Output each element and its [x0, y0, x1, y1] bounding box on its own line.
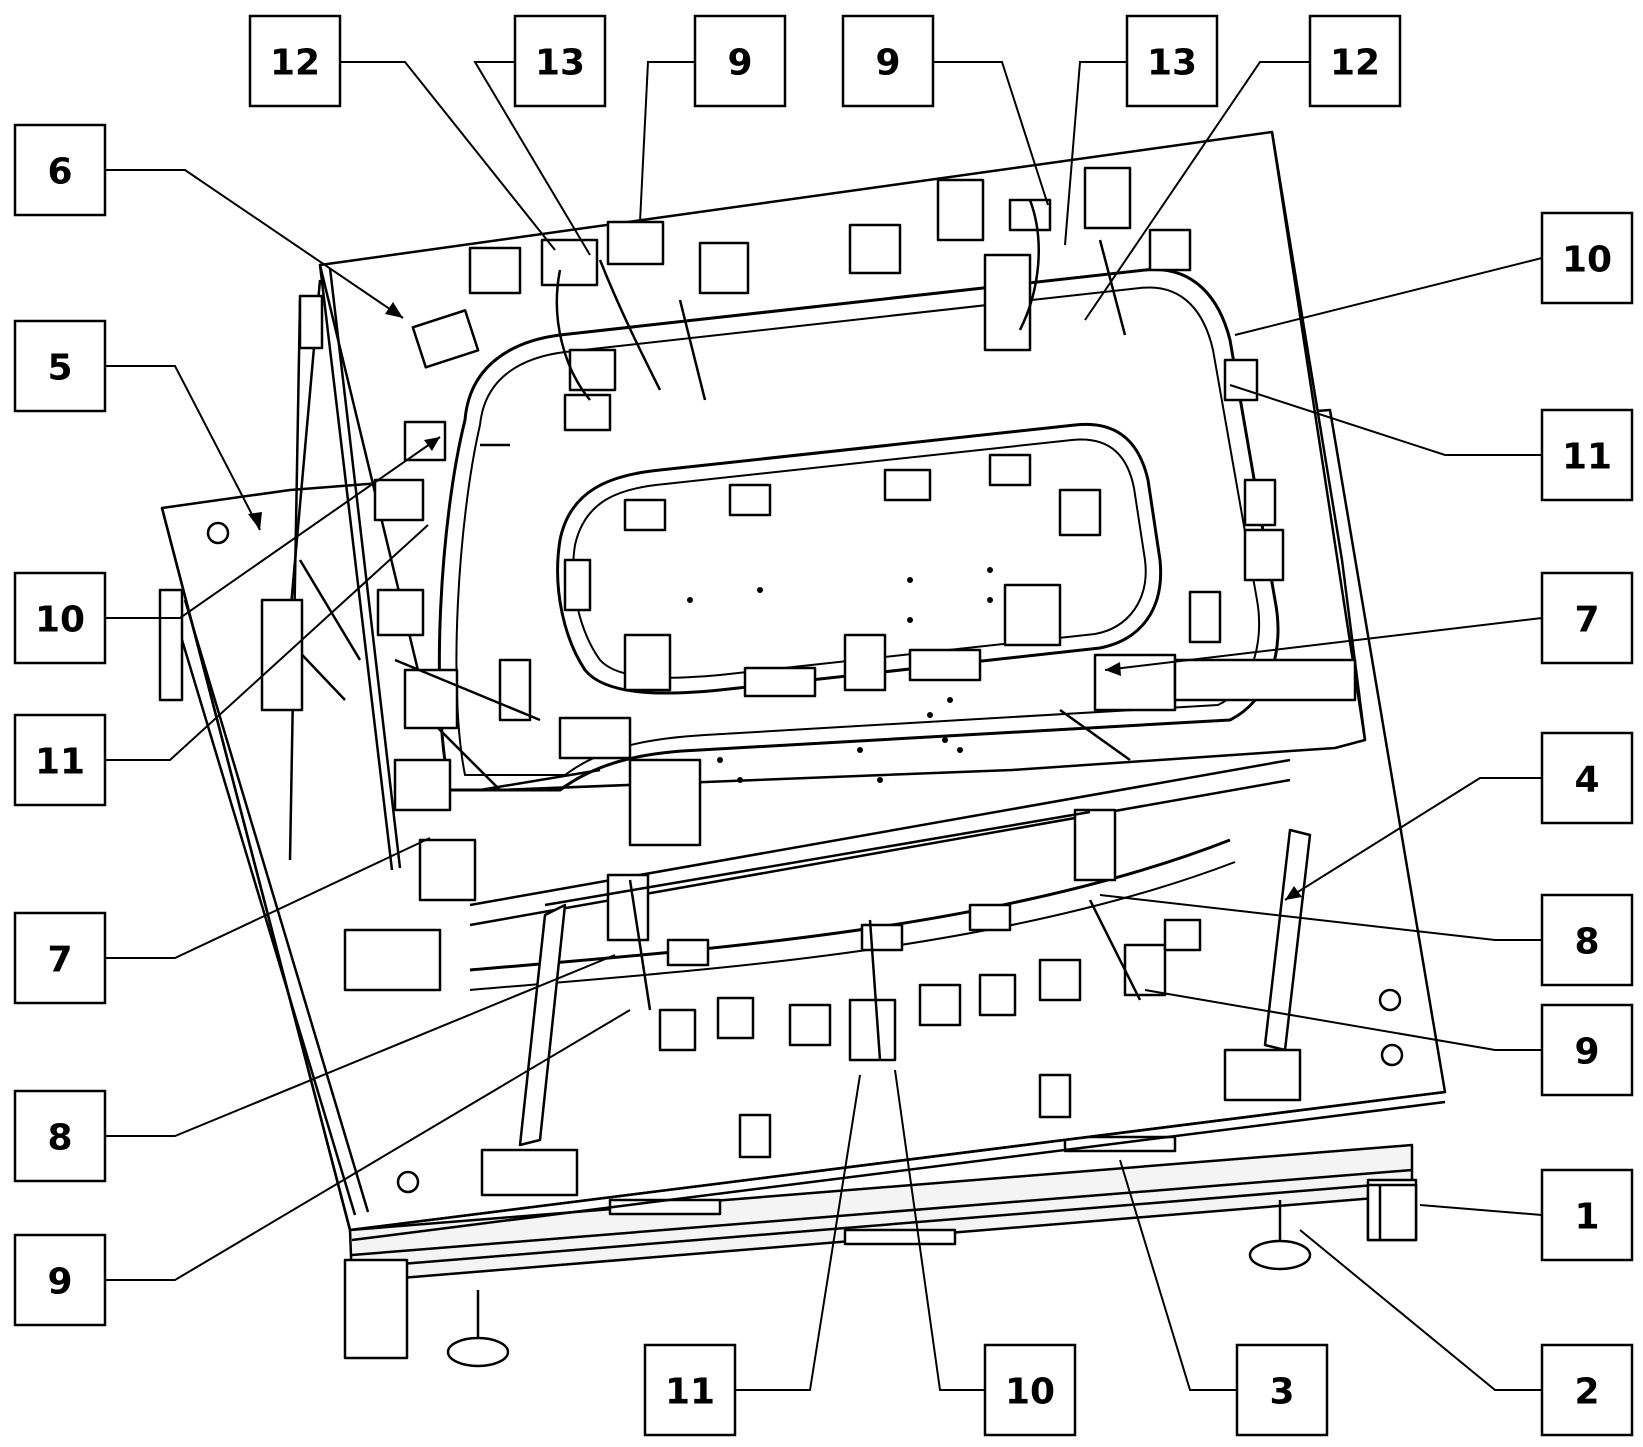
callout-label-13-top-left: 13	[535, 43, 585, 84]
leader-9-right	[1144, 989, 1542, 1051]
callout-box-5	[13, 319, 107, 413]
leader-6	[105, 169, 404, 319]
welding-fixture-drawing	[158, 130, 1447, 1368]
leader-11-right	[1229, 384, 1542, 456]
callout-box-3	[1235, 1343, 1329, 1437]
leader-10-bottom	[894, 1069, 985, 1391]
leader-13-top-right	[1064, 61, 1127, 246]
lower-clamps	[606, 808, 1202, 1159]
callout-boxes	[13, 14, 1634, 1437]
callout-box-1	[1540, 1168, 1634, 1262]
callout-label-2: 2	[1574, 1372, 1599, 1413]
callout-box-13-top-right	[1125, 14, 1219, 108]
leader-8-right	[1099, 894, 1542, 941]
callout-label-1: 1	[1574, 1197, 1599, 1238]
callout-label-8-right: 8	[1574, 922, 1599, 963]
callout-box-2	[1540, 1343, 1634, 1437]
callout-box-13-top-left	[513, 14, 607, 108]
clamp-arms	[394, 199, 1142, 1061]
callout-label-5: 5	[47, 348, 72, 389]
leader-9-left	[105, 1009, 631, 1281]
callout-label-7-right: 7	[1574, 600, 1599, 641]
leader-2	[1299, 1229, 1542, 1391]
lower-rail	[343, 758, 1291, 992]
leader-7-right	[1104, 617, 1543, 671]
callout-box-9-left	[13, 1233, 107, 1327]
support-struts	[480, 810, 1312, 1197]
inner-window-ring	[556, 422, 1163, 695]
callout-box-11-left	[13, 713, 107, 807]
leader-1	[1419, 1204, 1543, 1216]
leader-7-left	[105, 837, 431, 959]
leader-8-left	[105, 954, 616, 1137]
leader-10-left	[105, 436, 441, 619]
callout-box-6	[13, 123, 107, 217]
leader-3	[1119, 1159, 1237, 1391]
leader-12-top-right	[1084, 61, 1310, 321]
callout-label-3: 3	[1269, 1372, 1294, 1413]
leader-lines	[105, 61, 1543, 1391]
callout-label-12-top-left: 12	[270, 43, 320, 84]
callout-box-8-left	[13, 1089, 107, 1183]
callout-label-7-left: 7	[47, 940, 72, 981]
callout-box-7-left	[13, 911, 107, 1005]
leader-5	[105, 365, 261, 531]
leader-4	[1284, 777, 1542, 901]
callout-box-10-right	[1540, 211, 1634, 305]
callout-box-10-left	[13, 571, 107, 665]
inner-locators	[563, 453, 1222, 698]
leader-9-top-left	[639, 61, 695, 223]
clamp-blocks	[373, 166, 1357, 902]
callout-labels: 12 13 9 9 13 12 6 5 10 11 10 7 11 4 7 8 …	[35, 43, 1612, 1413]
callout-box-12-top-left	[248, 14, 342, 108]
callout-box-9-top-left	[693, 14, 787, 108]
callout-box-9-right	[1540, 1003, 1634, 1097]
callout-box-11-right	[1540, 408, 1634, 502]
leader-11-bottom	[735, 1074, 861, 1391]
callout-label-10-right: 10	[1562, 240, 1612, 281]
callout-label-4: 4	[1574, 760, 1599, 801]
callout-label-9-left: 9	[47, 1262, 72, 1303]
callout-label-9-right: 9	[1574, 1032, 1599, 1073]
leader-12-top-left	[340, 61, 556, 251]
arrowheads	[248, 302, 1302, 900]
callout-box-11-bottom	[643, 1343, 737, 1437]
callout-label-10-bottom: 10	[1005, 1372, 1055, 1413]
callout-label-11-bottom: 11	[665, 1372, 715, 1413]
callout-box-10-bottom	[983, 1343, 1077, 1437]
callout-box-7-right	[1540, 571, 1634, 665]
callout-box-9-top-right	[841, 14, 935, 108]
callout-label-9-top-right: 9	[875, 43, 900, 84]
leader-13-top-left	[473, 61, 591, 256]
plate-holes	[687, 567, 993, 783]
callout-box-4	[1540, 731, 1634, 825]
callout-label-9-top-left: 9	[727, 43, 752, 84]
callout-label-12-top-right: 12	[1330, 43, 1380, 84]
leveling-feet	[446, 1183, 1418, 1368]
callout-label-10-left: 10	[35, 600, 85, 641]
callout-label-8-left: 8	[47, 1118, 72, 1159]
leader-10-right	[1234, 257, 1543, 336]
callout-label-13-top-right: 13	[1147, 43, 1197, 84]
callout-label-11-left: 11	[35, 742, 85, 783]
callout-box-12-top-right	[1308, 14, 1402, 108]
upper-template-plate	[260, 130, 1367, 871]
callout-label-6: 6	[47, 152, 72, 193]
leader-9-top-right	[933, 61, 1049, 206]
leader-11-left	[105, 524, 429, 761]
callout-box-8-right	[1540, 893, 1634, 987]
callout-label-11-right: 11	[1562, 437, 1612, 478]
